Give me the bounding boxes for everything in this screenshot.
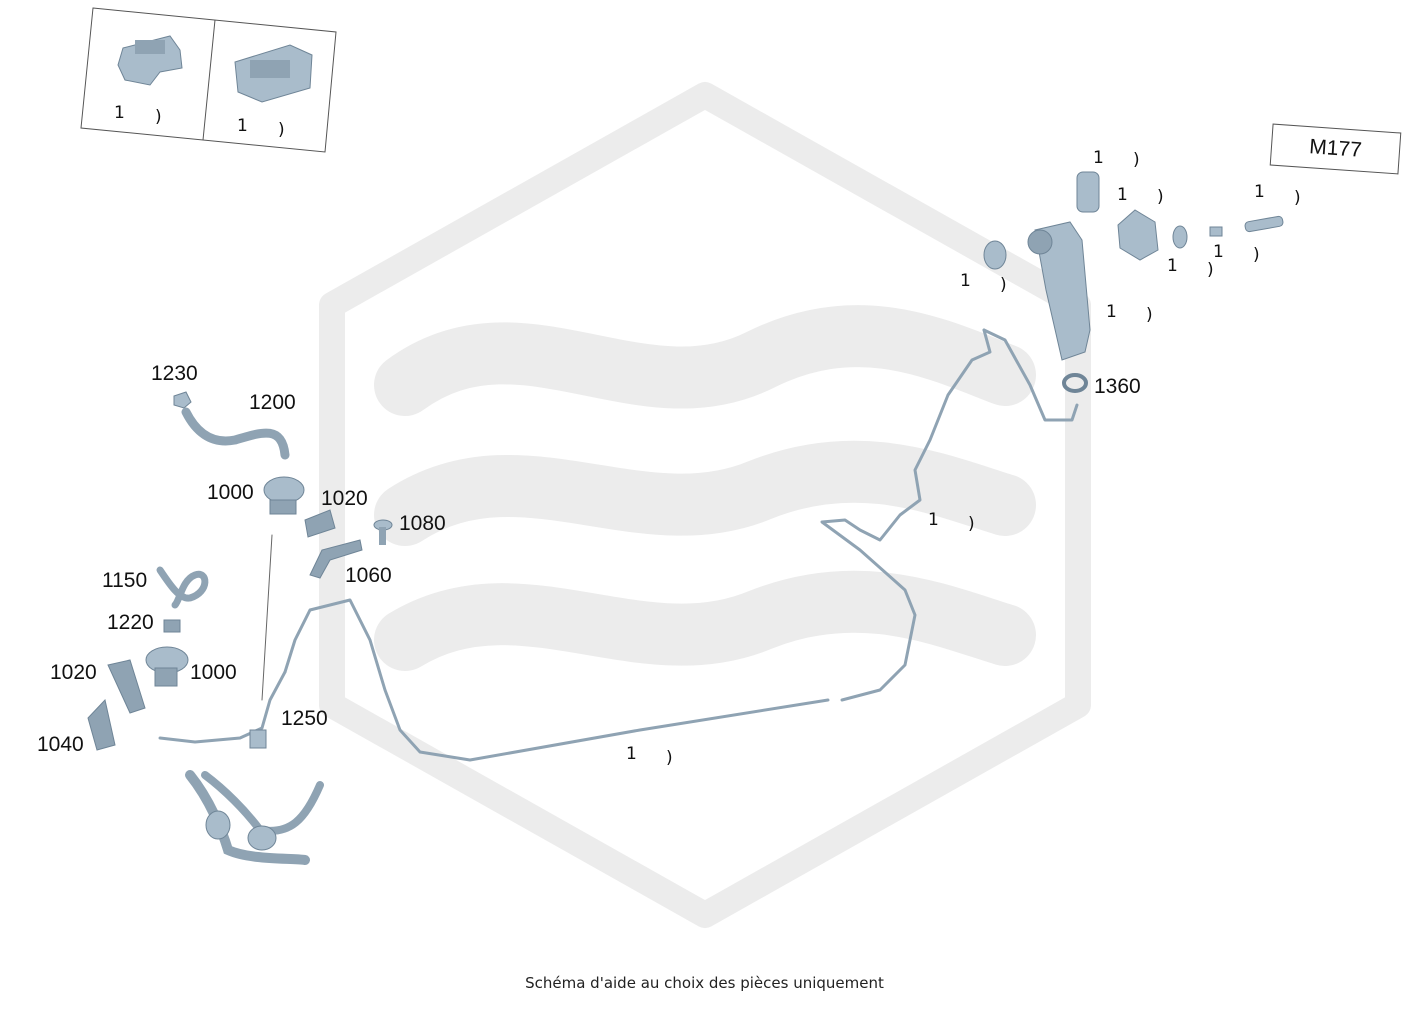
partial-label[interactable]: 1 <box>114 103 125 123</box>
partial-label[interactable]: 1 <box>626 744 637 764</box>
label-1060[interactable]: 1060 <box>345 564 392 587</box>
part-bracket-1020-bottom[interactable] <box>107 659 146 714</box>
model-tag: M177 <box>1269 123 1402 175</box>
partial-label-paren: ) <box>1157 187 1164 207</box>
part-valve-right[interactable] <box>1117 209 1159 261</box>
part-clip-1220[interactable] <box>163 619 181 633</box>
partial-label-paren: ) <box>1146 305 1153 325</box>
partial-label-paren: ) <box>1133 150 1140 170</box>
part-clamp-1360[interactable] <box>1062 373 1088 393</box>
partial-label[interactable]: 1 <box>1254 182 1265 202</box>
inset-part-connector[interactable] <box>117 35 183 86</box>
partial-label[interactable]: 1 <box>1167 256 1178 276</box>
inset-panel <box>80 7 337 153</box>
label-1150[interactable]: 1150 <box>102 569 148 592</box>
label-1020-top[interactable]: 1020 <box>321 487 368 510</box>
part-filter-cap[interactable] <box>983 240 1007 270</box>
partial-label-paren: ) <box>278 120 285 140</box>
partial-label[interactable]: 1 <box>960 271 971 291</box>
partial-label[interactable]: 1 <box>1213 242 1224 262</box>
label-1220[interactable]: 1220 <box>107 611 154 634</box>
part-valve-1000-top[interactable] <box>263 476 305 515</box>
partial-label-paren: ) <box>155 107 162 127</box>
label-1200[interactable]: 1200 <box>249 391 296 414</box>
partial-label-paren: ) <box>1253 245 1260 265</box>
partial-label[interactable]: 1 <box>928 510 939 530</box>
part-cap-1230[interactable] <box>173 391 192 409</box>
footer-note: Schéma d'aide au choix des pièces unique… <box>525 974 884 992</box>
label-1040[interactable]: 1040 <box>37 733 84 756</box>
part-canister[interactable] <box>1027 221 1091 361</box>
partial-label[interactable]: 1 <box>1106 302 1117 322</box>
partial-label-paren: ) <box>1000 275 1007 295</box>
part-bracket-1060[interactable] <box>309 539 363 579</box>
label-1230[interactable]: 1230 <box>151 362 198 385</box>
part-valve-1000-bottom[interactable] <box>145 646 189 687</box>
part-pipe-1250[interactable] <box>249 729 267 749</box>
part-hose-1150[interactable] <box>156 566 209 609</box>
part-bracket-1020-top[interactable] <box>304 509 336 538</box>
label-1250[interactable]: 1250 <box>281 707 328 730</box>
partial-label-paren: ) <box>1207 260 1214 280</box>
partial-label-paren: ) <box>968 514 975 534</box>
part-harness-bottom[interactable] <box>185 770 324 865</box>
part-spacer[interactable] <box>1209 226 1223 237</box>
partial-label[interactable]: 1 <box>1093 148 1104 168</box>
part-sensor[interactable] <box>1076 171 1100 213</box>
part-bolt[interactable] <box>1244 215 1284 233</box>
label-1000-top[interactable]: 1000 <box>207 481 254 504</box>
part-hose-1200[interactable] <box>181 407 290 460</box>
part-screw-1080[interactable] <box>373 519 393 545</box>
part-bracket-1040[interactable] <box>87 698 116 751</box>
inset-part-valve-block[interactable] <box>234 44 313 103</box>
partial-label[interactable]: 1 <box>237 116 248 136</box>
watermark-logo <box>319 82 1091 928</box>
label-1020-bottom[interactable]: 1020 <box>50 661 97 684</box>
label-1080[interactable]: 1080 <box>399 512 446 535</box>
partial-label-paren: ) <box>1294 188 1301 208</box>
partial-label[interactable]: 1 <box>1117 185 1128 205</box>
part-seal-ring[interactable] <box>1172 225 1188 249</box>
partial-label-paren: ) <box>666 748 673 768</box>
label-1000-bottom[interactable]: 1000 <box>190 661 237 684</box>
label-1360[interactable]: 1360 <box>1094 375 1141 398</box>
